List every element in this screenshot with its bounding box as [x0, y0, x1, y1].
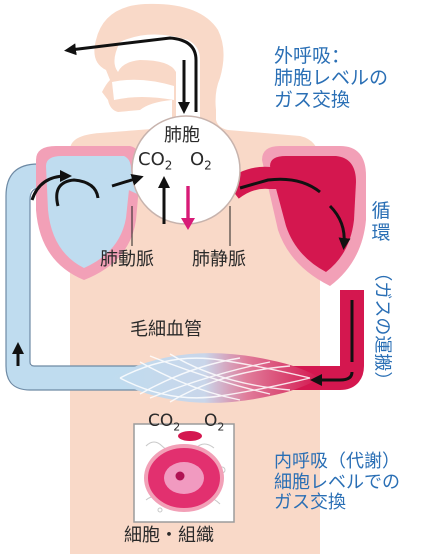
tissue-o2-label: O2	[204, 412, 224, 434]
nucleolus	[176, 472, 185, 481]
external-respiration-label: 外呼吸： 肺胞レベルの ガス交換	[274, 46, 388, 112]
external-line1: 外呼吸：	[274, 46, 388, 68]
internal-line3: ガス交換	[274, 493, 400, 514]
external-line2: 肺胞レベルの	[274, 68, 388, 90]
external-line3: ガス交換	[274, 90, 388, 112]
internal-line2: 細胞レベルでの	[274, 473, 400, 494]
alveolus-co2-label: CO2	[138, 150, 172, 173]
internal-respiration-label: 内呼吸（代謝） 細胞レベルでの ガス交換	[274, 452, 400, 514]
internal-line1: 内呼吸（代謝）	[274, 452, 400, 473]
alveolus-o2-label: O2	[190, 150, 212, 173]
mitochondrion	[178, 431, 202, 441]
pulmonary-vein-label: 肺静脈	[192, 250, 246, 271]
cells-tissue-label: 細胞・組織	[124, 526, 214, 547]
tissue-co2-label: CO2	[148, 412, 180, 434]
alveolus-label: 肺胞	[164, 126, 200, 147]
pulmonary-artery-label: 肺動脈	[100, 250, 154, 271]
capillaries-label: 毛細血管	[130, 320, 202, 341]
gas-transport-label: （ガスの運搬）	[371, 236, 392, 416]
